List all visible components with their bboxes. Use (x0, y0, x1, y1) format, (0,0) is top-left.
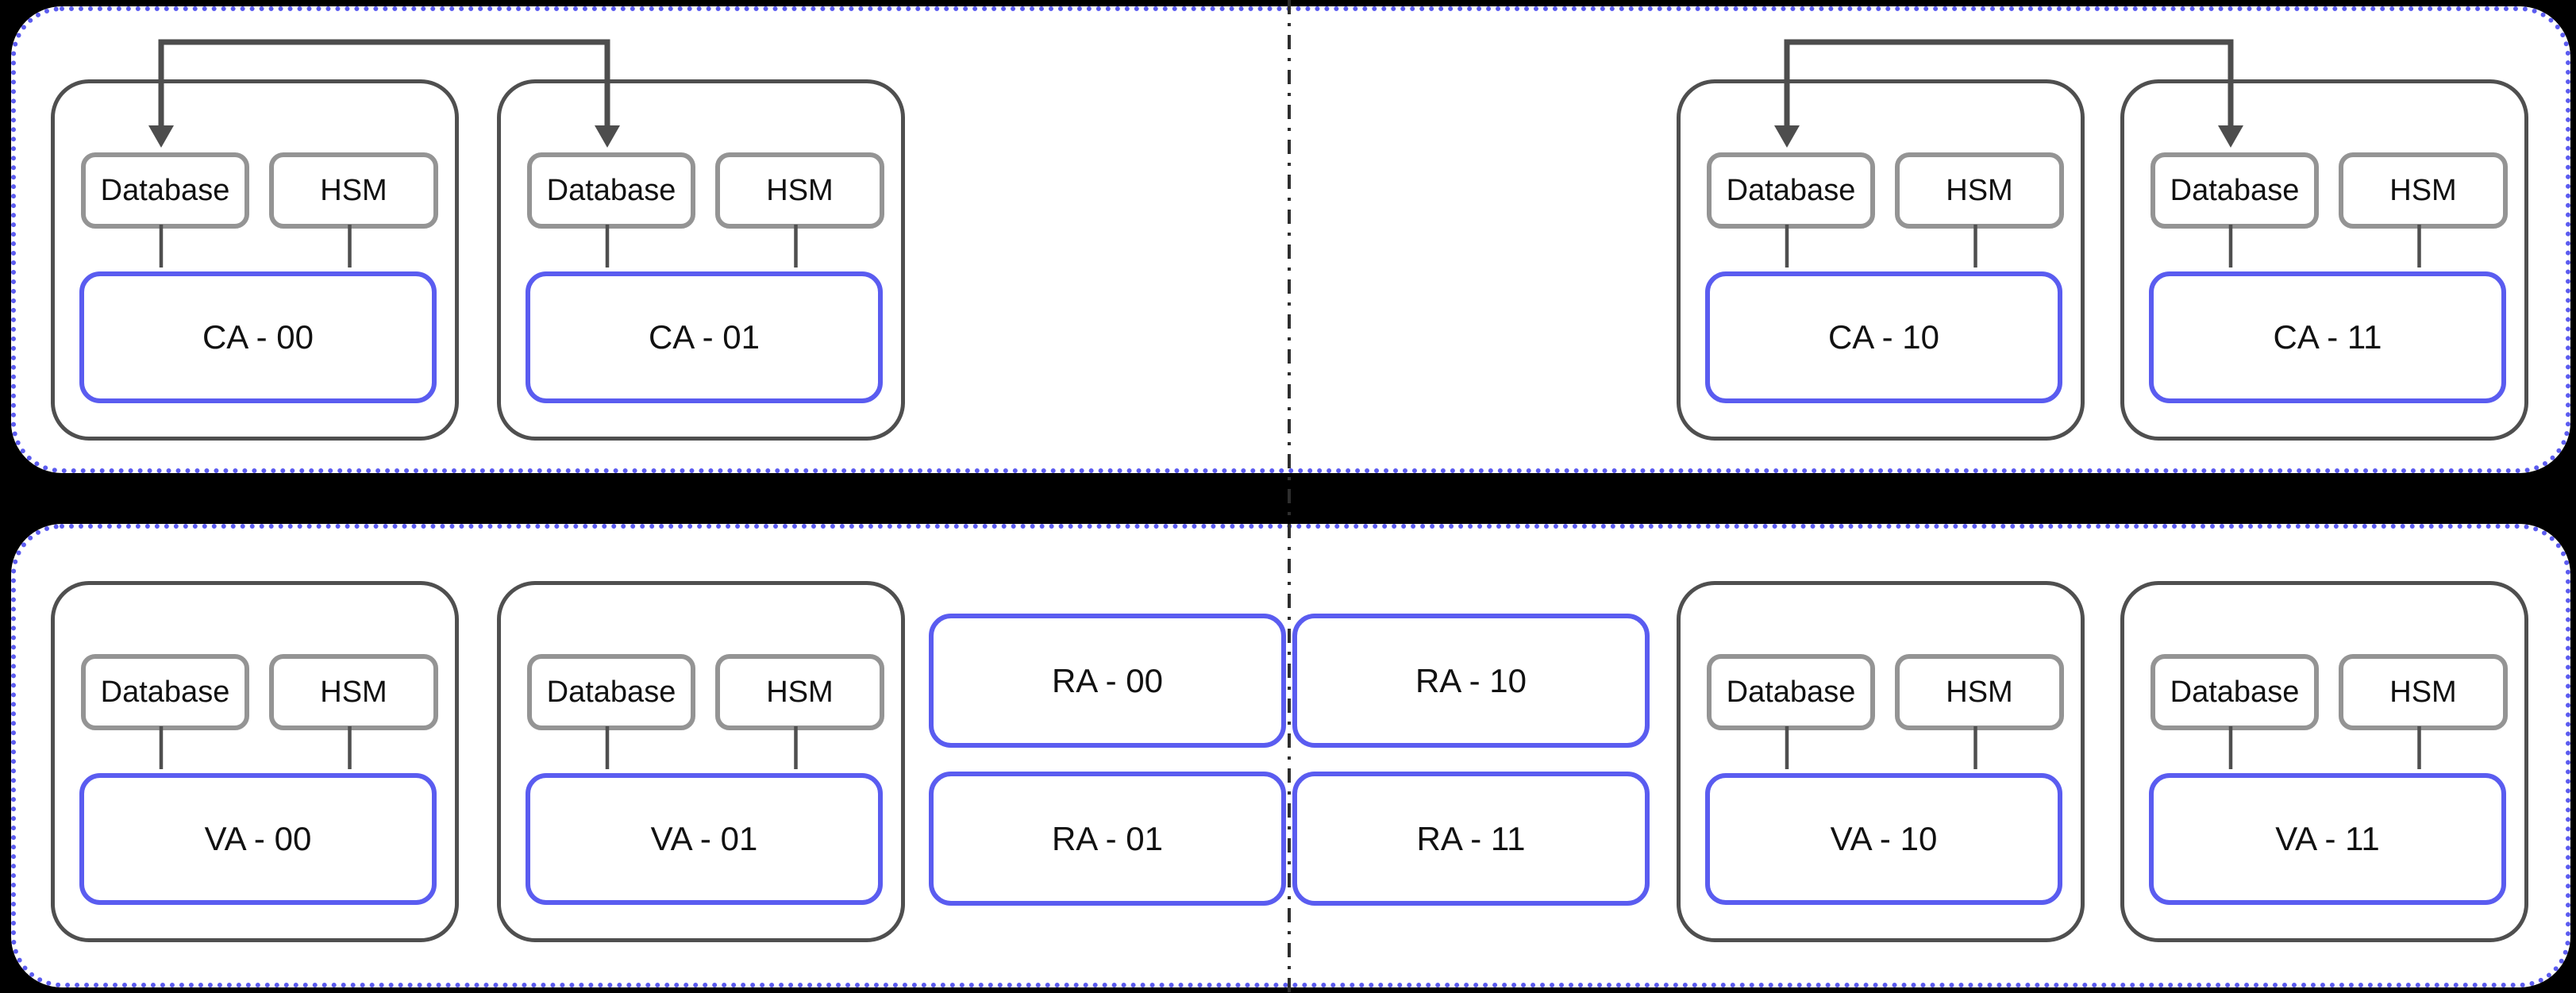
group-ca-01: Database HSM CA - 01 (497, 79, 905, 441)
node-label: CA - 01 (648, 318, 760, 356)
database-label: Database (546, 675, 676, 709)
database-label: Database (2170, 173, 2300, 207)
hsm-label: HSM (320, 173, 387, 207)
hsm-box: HSM (715, 654, 884, 730)
database-box: Database (81, 654, 249, 730)
database-box: Database (1707, 152, 1875, 229)
hsm-box: HSM (2339, 654, 2508, 730)
node-ra-11: RA - 11 (1292, 772, 1650, 906)
hsm-box: HSM (269, 654, 438, 730)
node-ca-01: CA - 01 (526, 271, 883, 403)
group-ca-00: Database HSM CA - 00 (51, 79, 459, 441)
group-ca-10: Database HSM CA - 10 (1677, 79, 2085, 441)
hsm-label: HSM (1946, 173, 2013, 207)
node-ca-10: CA - 10 (1705, 271, 2062, 403)
hsm-label: HSM (320, 675, 387, 709)
node-label: RA - 00 (1051, 661, 1164, 699)
hsm-label: HSM (766, 173, 834, 207)
group-ca-11: Database HSM CA - 11 (2120, 79, 2528, 441)
node-ca-11: CA - 11 (2149, 271, 2506, 403)
database-label: Database (2170, 675, 2300, 709)
database-label: Database (1726, 675, 1856, 709)
hsm-box: HSM (715, 152, 884, 229)
database-label: Database (1726, 173, 1856, 207)
node-label: VA - 11 (2275, 820, 2380, 857)
group-va-11: Database HSM VA - 11 (2120, 581, 2528, 942)
node-ra-00: RA - 00 (929, 614, 1286, 748)
node-label: RA - 01 (1051, 819, 1164, 857)
group-va-00: Database HSM VA - 00 (51, 581, 459, 942)
group-va-01: Database HSM VA - 01 (497, 581, 905, 942)
node-label: CA - 11 (2273, 318, 2382, 356)
hsm-box: HSM (1895, 152, 2064, 229)
hsm-label: HSM (2389, 173, 2457, 207)
node-va-00: VA - 00 (79, 773, 437, 905)
hsm-box: HSM (269, 152, 438, 229)
node-va-11: VA - 11 (2149, 773, 2506, 905)
group-va-10: Database HSM VA - 10 (1677, 581, 2085, 942)
node-label: CA - 10 (1827, 318, 1940, 356)
node-va-10: VA - 10 (1705, 773, 2062, 905)
database-label: Database (100, 675, 230, 709)
database-label: Database (100, 173, 230, 207)
database-box: Database (81, 152, 249, 229)
database-box: Database (527, 152, 695, 229)
node-ca-00: CA - 00 (79, 271, 437, 403)
database-box: Database (527, 654, 695, 730)
node-label: VA - 01 (650, 820, 758, 857)
database-box: Database (1707, 654, 1875, 730)
hsm-box: HSM (1895, 654, 2064, 730)
node-label: VA - 10 (1830, 820, 1938, 857)
node-va-01: VA - 01 (526, 773, 883, 905)
database-box: Database (2151, 654, 2319, 730)
hsm-label: HSM (2389, 675, 2457, 709)
database-box: Database (2151, 152, 2319, 229)
node-label: CA - 00 (202, 318, 314, 356)
hsm-label: HSM (766, 675, 834, 709)
hsm-box: HSM (2339, 152, 2508, 229)
node-label: VA - 00 (204, 820, 312, 857)
node-ra-01: RA - 01 (929, 772, 1286, 906)
hsm-label: HSM (1946, 675, 2013, 709)
database-label: Database (546, 173, 676, 207)
node-label: RA - 10 (1415, 661, 1527, 699)
node-label: RA - 11 (1416, 819, 1526, 857)
node-ra-10: RA - 10 (1292, 614, 1650, 748)
